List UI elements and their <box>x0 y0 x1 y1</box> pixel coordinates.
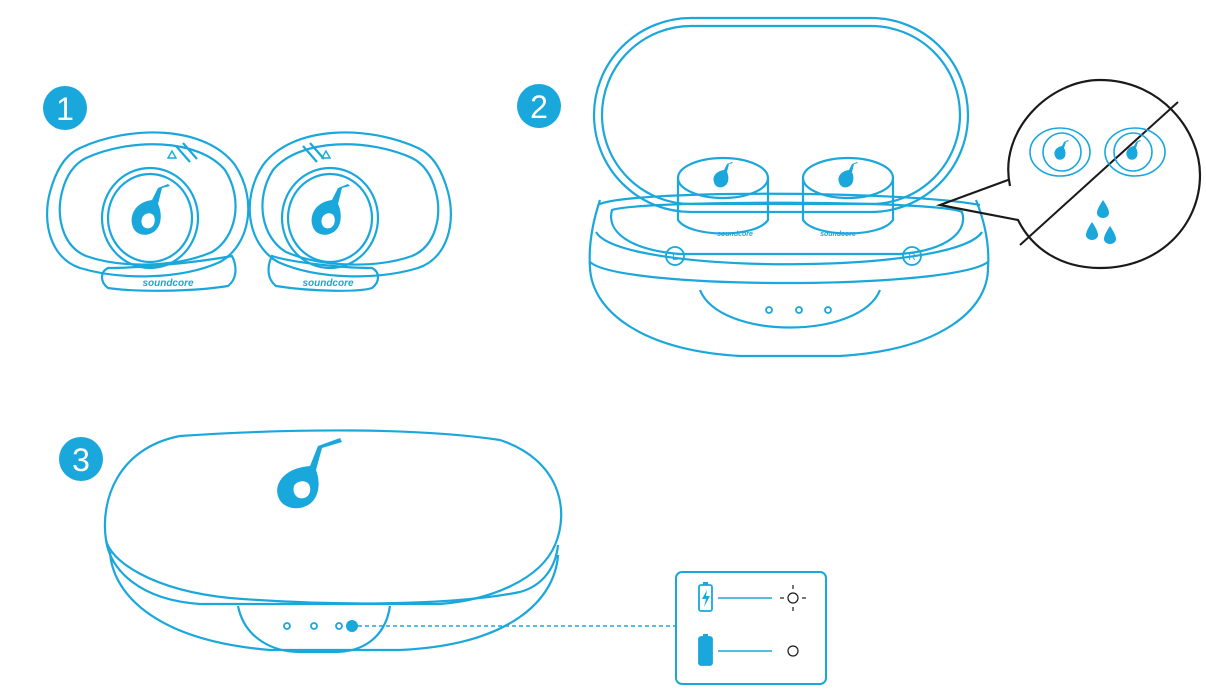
soundcore-logo-icon <box>277 438 342 508</box>
soundcore-logo-icon <box>713 162 858 187</box>
case-indicator-lights <box>284 620 358 632</box>
step-number: 2 <box>530 89 548 125</box>
step-3-badge: 3 <box>59 437 103 481</box>
step-number: 1 <box>56 91 74 127</box>
open-charging-case <box>590 18 989 356</box>
step-number: 3 <box>72 442 90 478</box>
brand-label: soundcore <box>717 231 753 238</box>
battery-full-icon <box>699 634 712 665</box>
soundcore-logo-icon <box>312 184 350 235</box>
right-earbud <box>250 132 451 290</box>
step-2-badge: 2 <box>517 84 561 128</box>
case-indicator-lights <box>766 307 831 313</box>
charging-status-legend <box>676 572 826 684</box>
soundcore-logo-icon <box>1054 140 1141 160</box>
step-1-badge: 1 <box>43 86 87 130</box>
brand-label: soundcore <box>142 278 194 289</box>
water-drops-icon <box>1086 200 1116 244</box>
brand-label: soundcore <box>302 278 354 289</box>
closed-charging-case <box>105 430 561 652</box>
left-earbud-label: L <box>672 252 678 263</box>
brand-label: soundcore <box>820 231 856 238</box>
callout-earbuds <box>1030 128 1165 176</box>
right-earbud-label: R <box>908 252 915 263</box>
soundcore-logo-icon <box>132 184 170 235</box>
